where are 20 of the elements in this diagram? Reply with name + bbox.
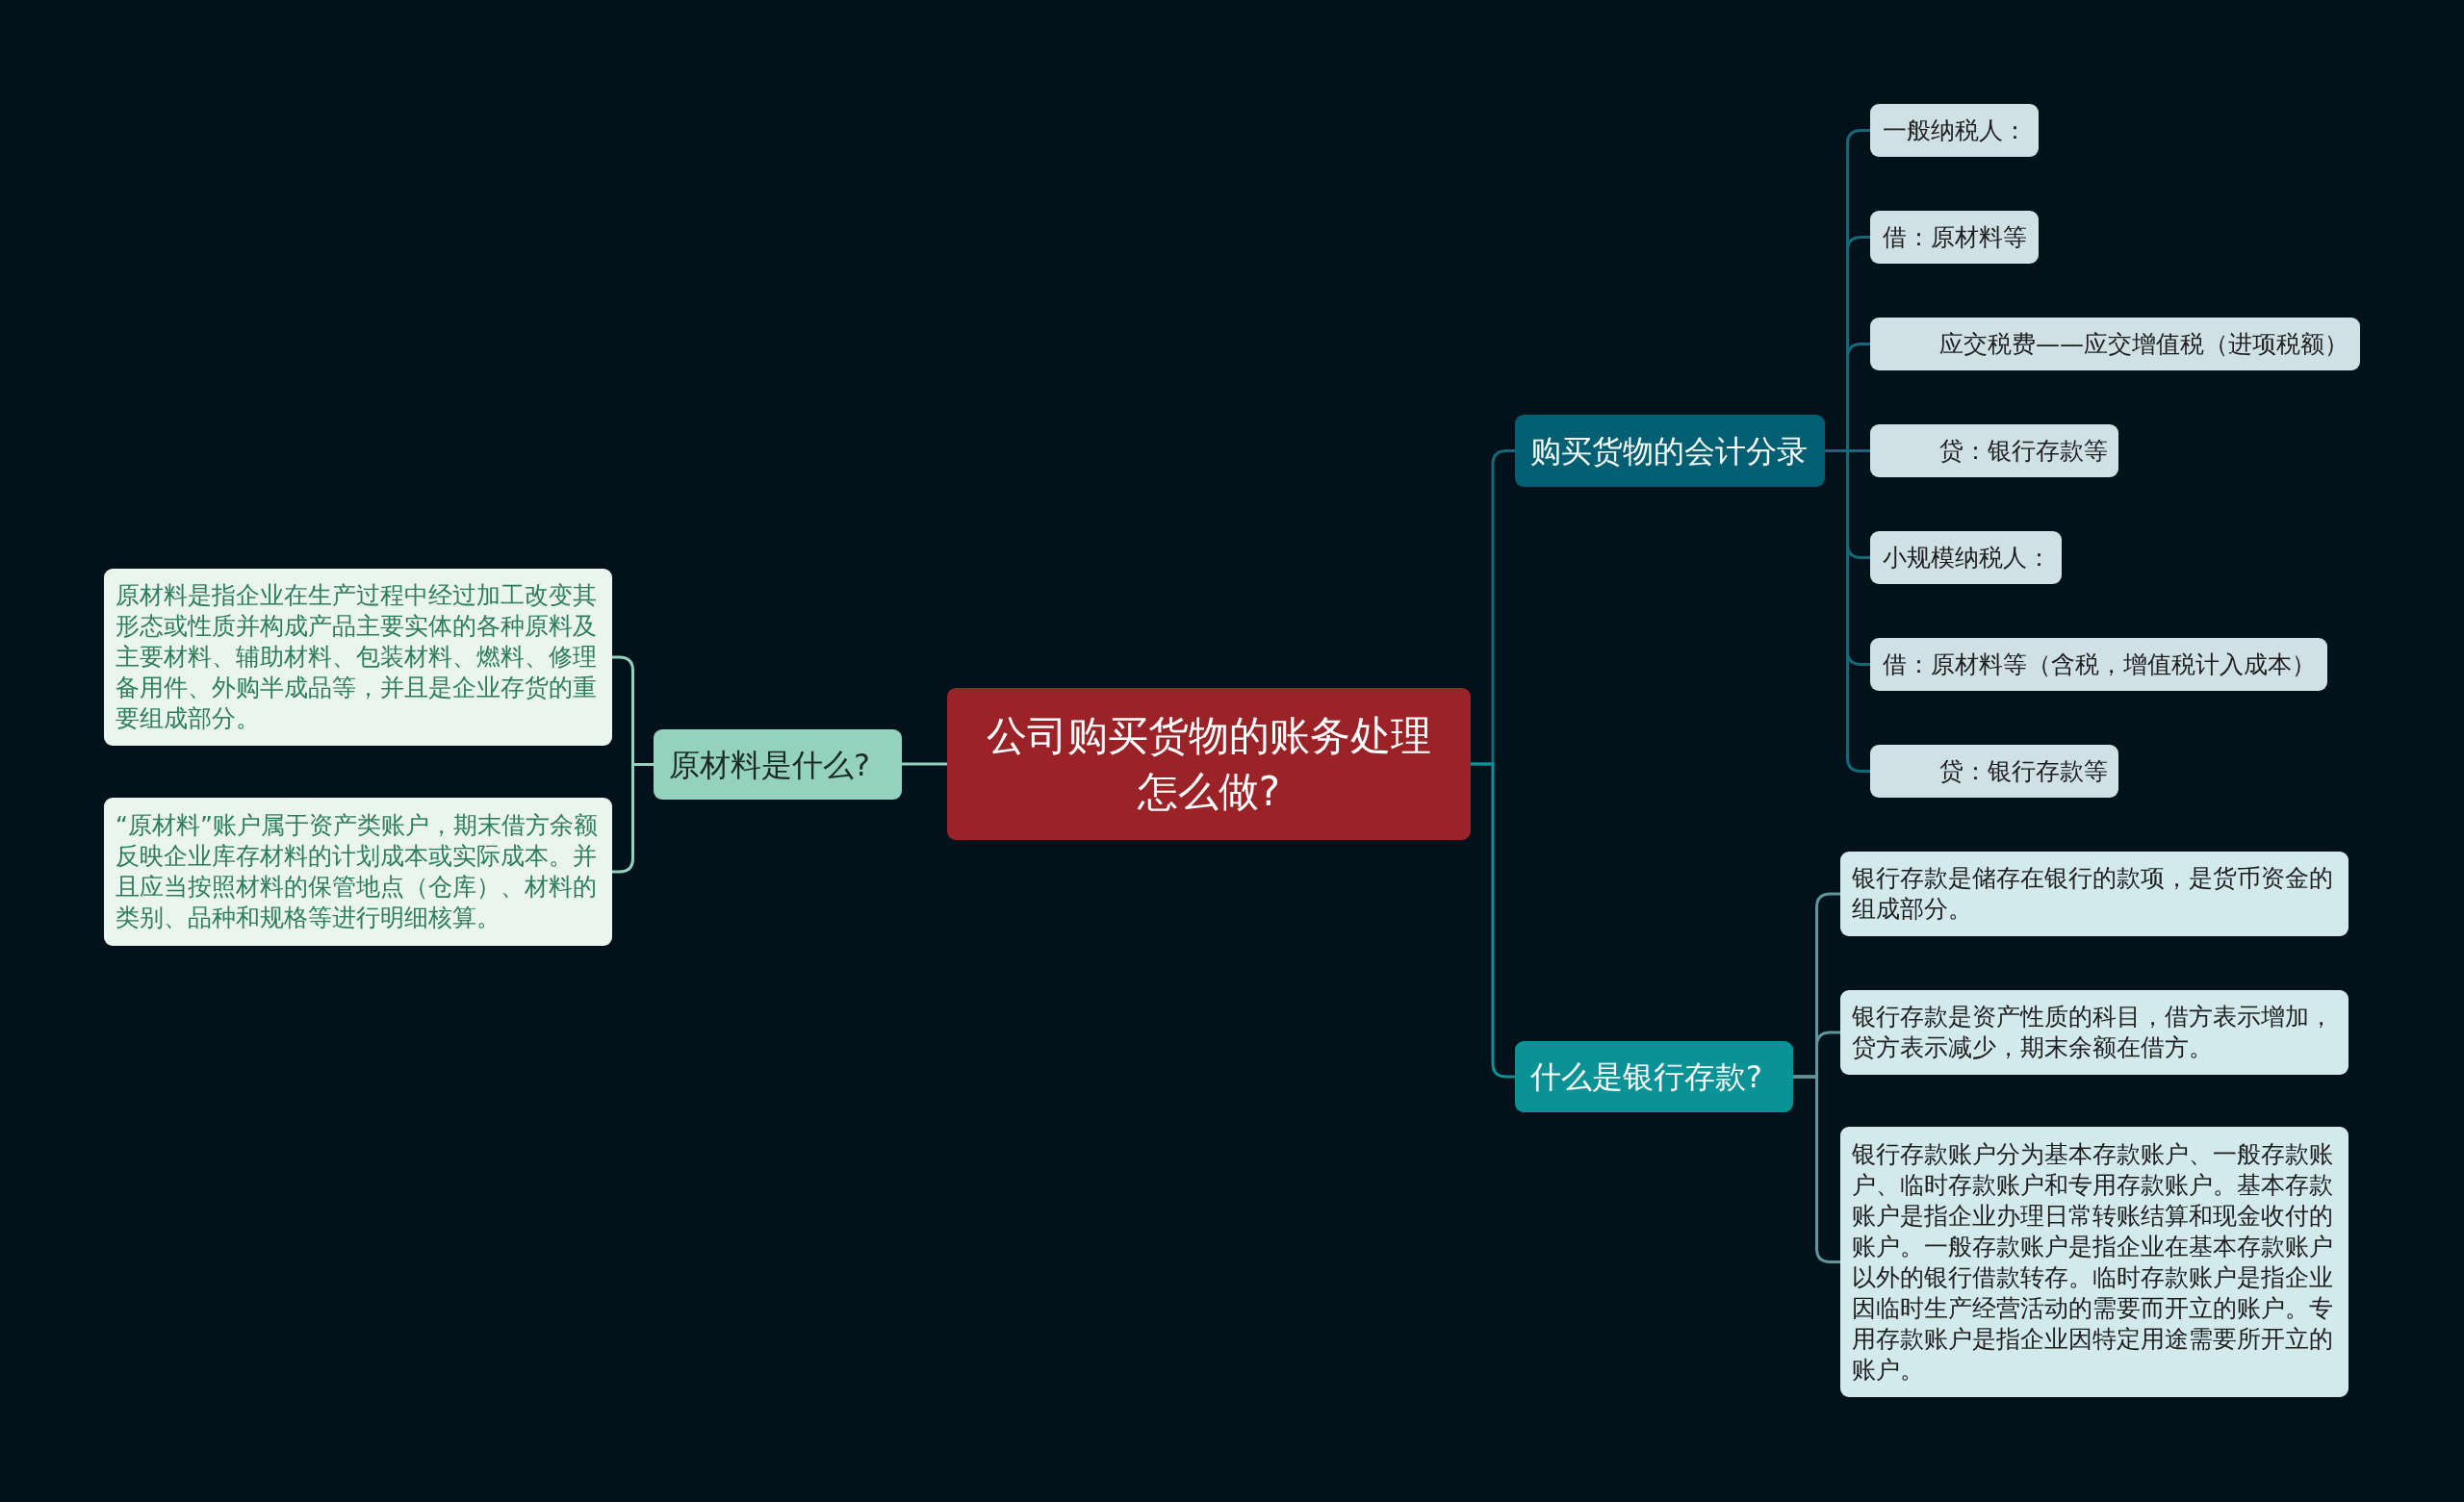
branch-topic-box: 原材料是什么?: [654, 729, 902, 800]
note-box: 银行存款是资产性质的科目，借方表示增加，贷方表示减少，期末余额在借方。: [1840, 990, 2348, 1075]
note-box: “原材料”账户属于资产类账户，期末借方余额反映企业库存材料的计划成本或实际成本。并且应当按照材料的保管地点（仓库）、材料的类别、品种和规格等进行明细核算。: [104, 798, 612, 946]
note-box: 银行存款账户分为基本存款账户、一般存款账户、临时存款账户和专用存款账户。基本存款账户是指企业办理日常转账结算和现金收付的账户。一般存款账户是指企业在基本存款账户以外的银行借款转存。临时存款账户是指企业因临时生产经营活动的需要而开立的账户。专用存款账户是指企业因特定用途需要所开立的账户。: [1840, 1127, 2348, 1397]
subtopic-box: 贷：银行存款等: [1870, 745, 2118, 798]
subtopic-box: 应交税费——应交增值税（进项税额）: [1870, 318, 2360, 370]
note-box: 银行存款是储存在银行的款项，是货币资金的组成部分。: [1840, 852, 2348, 936]
subtopic-box: 借：原材料等: [1870, 211, 2039, 264]
central-topic-box: 公司购买货物的账务处理怎么做?: [947, 688, 1471, 840]
note-box: 原材料是指企业在生产过程中经过加工改变其形态或性质并构成产品主要实体的各种原料及主要材料、辅助材料、包装材料、燃料、修理备用件、外购半成品等，并且是企业存货的重要组成部分。: [104, 569, 612, 746]
connector-line: [902, 762, 947, 766]
subtopic-box: 借：原材料等（含税，增值税计入成本）: [1870, 638, 2327, 691]
subtopic-box: 贷：银行存款等: [1870, 424, 2118, 477]
connector-line: [612, 763, 654, 874]
subtopic-box: 一般纳税人：: [1870, 104, 2039, 157]
subtopic-box: 小规模纳税人：: [1870, 531, 2062, 584]
connector-line: [1825, 449, 1870, 773]
connector-line: [1471, 762, 1515, 1079]
branch-topic-box: 购买货物的会计分录: [1515, 415, 1825, 487]
branch-topic-box: 什么是银行存款?: [1515, 1041, 1793, 1112]
